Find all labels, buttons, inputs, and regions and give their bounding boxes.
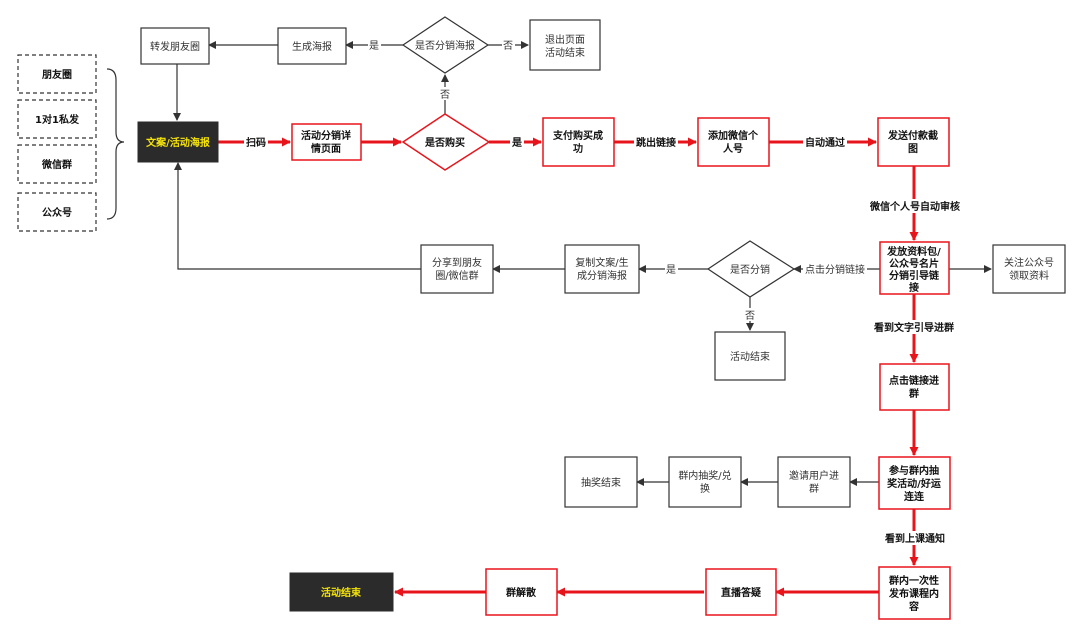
- svg-text:接: 接: [909, 281, 919, 294]
- svg-text:功: 功: [573, 142, 583, 155]
- decision-sffx: 是否分销: [706, 240, 796, 298]
- svg-text:直播答疑: 直播答疑: [721, 586, 762, 599]
- svg-text:发放资料包/: 发放资料包/: [886, 245, 941, 258]
- edge-label-fou-3: 否: [745, 310, 755, 322]
- node-qncj: 群内抽奖/兑 换: [668, 456, 742, 508]
- edge-label-shi-2: 是: [511, 137, 522, 149]
- svg-text:连连: 连连: [904, 490, 925, 503]
- svg-text:是否购买: 是否购买: [424, 136, 465, 149]
- svg-text:退出页面: 退出页面: [545, 33, 585, 46]
- svg-text:朋友圈: 朋友圈: [41, 68, 72, 81]
- svg-text:领取资料: 领取资料: [1009, 269, 1049, 282]
- svg-text:转发朋友圈: 转发朋友圈: [150, 40, 200, 53]
- svg-text:参与群内抽: 参与群内抽: [889, 464, 939, 477]
- svg-text:发送付款截: 发送付款截: [887, 129, 938, 142]
- svg-text:活动分销详: 活动分销详: [301, 129, 351, 142]
- svg-text:复制文案/生: 复制文案/生: [575, 256, 628, 269]
- node-hdjs2: 活动结束: [289, 572, 394, 612]
- node-schb: 生成海报: [277, 27, 347, 65]
- svg-text:关注公众号: 关注公众号: [1004, 256, 1054, 269]
- edge-label-kdwz: 看到文字引导进群: [874, 321, 954, 334]
- svg-text:支付购买成: 支付购买成: [552, 129, 603, 142]
- edge-label-zdtg: 自动通过: [805, 136, 845, 149]
- node-djlj: 点击链接进 群: [879, 363, 950, 411]
- svg-text:人号: 人号: [723, 142, 743, 155]
- node-yqyh: 邀请用户进 群: [777, 456, 851, 508]
- svg-text:分销引导链: 分销引导链: [889, 269, 940, 282]
- svg-text:邀请用户进: 邀请用户进: [789, 469, 839, 482]
- svg-text:1对1私发: 1对1私发: [35, 113, 80, 126]
- svg-text:活动结束: 活动结束: [545, 46, 585, 59]
- node-gzgzh: 关注公众号 领取资料: [992, 244, 1066, 294]
- edge-label-shi-3: 是: [666, 264, 676, 276]
- channel-box-sl: 1对1私发: [17, 99, 97, 139]
- svg-text:生成海报: 生成海报: [292, 40, 332, 53]
- svg-text:圈/微信群: 圈/微信群: [435, 269, 478, 282]
- channel-brace: [106, 68, 125, 220]
- node-ffzl: 发放资料包/ 公众号名片 分销引导链 接: [879, 241, 950, 295]
- node-hdxq: 活动分销详 情页面: [291, 123, 362, 161]
- channel-box-gzh: 公众号: [17, 192, 97, 232]
- node-zbdy: 直播答疑: [705, 568, 777, 616]
- node-fxdpy: 分享到朋友 圈/微信群: [420, 244, 494, 294]
- node-cjjs: 抽奖结束: [564, 456, 638, 508]
- svg-text:图: 图: [908, 143, 918, 155]
- svg-text:活动结束: 活动结束: [730, 350, 770, 363]
- node-qnyc: 群内一次性 发布课程内 容: [878, 566, 951, 620]
- node-zfcg: 支付购买成 功: [542, 117, 615, 167]
- svg-text:活动结束: 活动结束: [321, 586, 362, 599]
- edge-label-fou-1: 否: [503, 40, 513, 52]
- node-cyqn: 参与群内抽 奖活动/好运 连连: [878, 456, 951, 510]
- edge-label-wxsh: 微信个人号自动审核: [869, 200, 960, 213]
- svg-text:情页面: 情页面: [311, 142, 341, 155]
- node-fsfk: 发送付款截 图: [877, 117, 950, 167]
- svg-text:抽奖结束: 抽奖结束: [581, 476, 621, 489]
- node-hdjs1: 活动结束: [714, 331, 786, 381]
- svg-text:群解散: 群解散: [506, 586, 537, 599]
- svg-text:发布课程内: 发布课程内: [888, 587, 939, 600]
- edge-label-shi-1: 是: [369, 40, 379, 52]
- svg-text:群: 群: [909, 387, 919, 400]
- svg-text:公众号名片: 公众号名片: [889, 257, 939, 270]
- svg-text:微信群: 微信群: [41, 158, 72, 171]
- svg-text:点击链接进: 点击链接进: [889, 374, 939, 387]
- node-qjs: 群解散: [485, 568, 558, 616]
- svg-text:容: 容: [908, 600, 919, 613]
- svg-text:群内抽奖/兑: 群内抽奖/兑: [678, 469, 731, 482]
- decision-sfgm: 是否购买: [401, 113, 491, 171]
- svg-text:分享到朋友: 分享到朋友: [432, 256, 482, 269]
- node-zfpyq: 转发朋友圈: [140, 27, 210, 65]
- svg-text:群内一次性: 群内一次性: [889, 574, 939, 587]
- edge-label-tclj: 跳出链接: [636, 136, 676, 149]
- svg-text:添加微信个: 添加微信个: [708, 129, 759, 142]
- node-tjwx: 添加微信个 人号: [697, 117, 770, 167]
- svg-text:是否分销: 是否分销: [730, 263, 770, 276]
- svg-text:公众号: 公众号: [42, 206, 72, 219]
- channel-box-wxq: 微信群: [17, 144, 97, 184]
- edge-label-saoma: 扫码: [246, 136, 266, 149]
- svg-text:群: 群: [809, 482, 819, 495]
- svg-text:文案/活动海报: 文案/活动海报: [146, 136, 210, 149]
- svg-text:奖活动/好运: 奖活动/好运: [887, 477, 941, 490]
- node-fzwa: 复制文案/生 成分销海报: [564, 244, 640, 294]
- channel-box-pyq: 朋友圈: [17, 54, 97, 94]
- edge-fxdpy-to-wahb: [174, 162, 421, 270]
- svg-text:是否分销海报: 是否分销海报: [415, 39, 475, 52]
- node-wahb: 文案/活动海报: [137, 121, 219, 163]
- node-tcym: 退出页面 活动结束: [529, 19, 601, 71]
- edge-label-fou-2: 否: [440, 89, 450, 101]
- svg-text:成分销海报: 成分销海报: [577, 269, 627, 282]
- svg-text:换: 换: [700, 482, 710, 495]
- edge-label-kdsk: 看到上课通知: [885, 532, 945, 545]
- edge-label-djfxlj: 点击分销链接: [805, 263, 865, 276]
- decision-sffxhb: 是否分销海报: [401, 16, 490, 74]
